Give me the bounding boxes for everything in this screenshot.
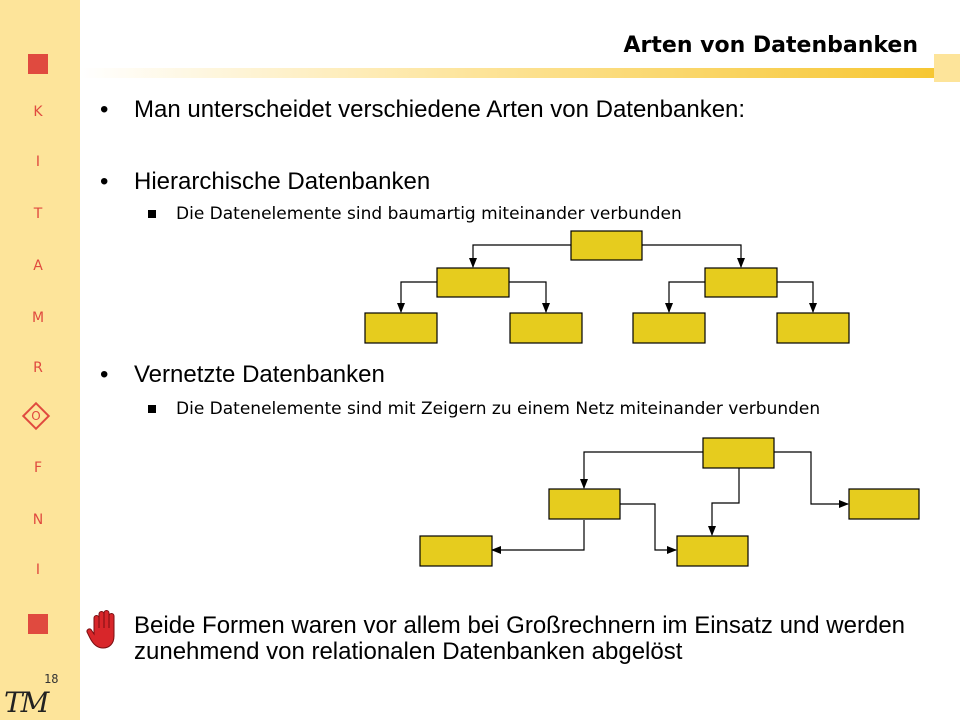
square-bullet-icon — [148, 405, 156, 413]
tree-edge — [777, 281, 817, 313]
sidebar-letter: N — [32, 512, 44, 528]
tree-node-root — [570, 230, 643, 261]
tree-node-leaf — [509, 312, 583, 344]
sidebar-letter: K — [33, 104, 43, 120]
sidebar-letter: F — [33, 460, 43, 476]
hierarchy-nodes — [364, 230, 850, 344]
sidebar-letter: M — [31, 310, 45, 326]
network-node — [848, 488, 920, 520]
sidebar-letter: I — [35, 562, 41, 578]
header-band — [80, 68, 960, 78]
tree-node-leaf — [776, 312, 850, 344]
tree-edge — [397, 281, 437, 313]
network-edge — [580, 451, 703, 489]
tree-node — [436, 267, 510, 298]
stop-hand-icon — [84, 606, 126, 652]
tree-node-leaf — [632, 312, 706, 344]
sidebar-letter: O — [31, 409, 41, 423]
header-cap — [934, 54, 960, 82]
conclusion-text: Beide Formen waren vor allem bei Großrec… — [134, 612, 906, 665]
bullet-dot-icon: • — [100, 361, 109, 388]
bullet-dot-icon: • — [100, 96, 109, 123]
network-node — [419, 535, 493, 567]
sidebar: K I T A M R O F N I 18 TM — [0, 0, 80, 720]
hierarchy-diagram — [397, 244, 817, 313]
network-edge — [708, 468, 740, 536]
sidebar-letter: T — [33, 206, 43, 222]
network-edge — [491, 520, 585, 554]
sub-bullet-text: Die Datenelemente sind baumartig miteina… — [176, 204, 682, 224]
tree-edge — [469, 244, 571, 268]
square-bullet-icon — [148, 210, 156, 218]
network-edge — [774, 451, 849, 508]
network-node — [676, 535, 749, 567]
sidebar-bottom-square — [28, 614, 48, 634]
bullet-text: Man unterscheidet verschiedene Arten von… — [134, 96, 746, 123]
network-edge — [620, 503, 677, 554]
sidebar-letter: A — [33, 258, 43, 274]
sidebar-top-square — [28, 54, 48, 74]
sidebar-letter: I — [35, 154, 41, 170]
tree-node-leaf — [364, 312, 438, 344]
tree-edge — [509, 281, 550, 313]
sidebar-letter: R — [33, 360, 43, 376]
tree-edge — [642, 244, 745, 268]
network-nodes — [419, 437, 920, 567]
bullet-text: Hierarchische Datenbanken — [134, 168, 431, 195]
bullet-dot-icon: • — [100, 168, 109, 195]
network-node — [702, 437, 775, 469]
network-node — [548, 488, 621, 520]
tm-logo: TM — [4, 686, 49, 719]
slide-title: Arten von Datenbanken — [623, 33, 919, 58]
network-diagram — [491, 451, 849, 554]
bullet-text: Vernetzte Datenbanken — [134, 361, 385, 388]
sub-bullet-text: Die Datenelemente sind mit Zeigern zu ei… — [176, 399, 821, 419]
page-number: 18 — [44, 672, 59, 686]
tree-edge — [665, 281, 705, 313]
tree-node — [704, 267, 778, 298]
